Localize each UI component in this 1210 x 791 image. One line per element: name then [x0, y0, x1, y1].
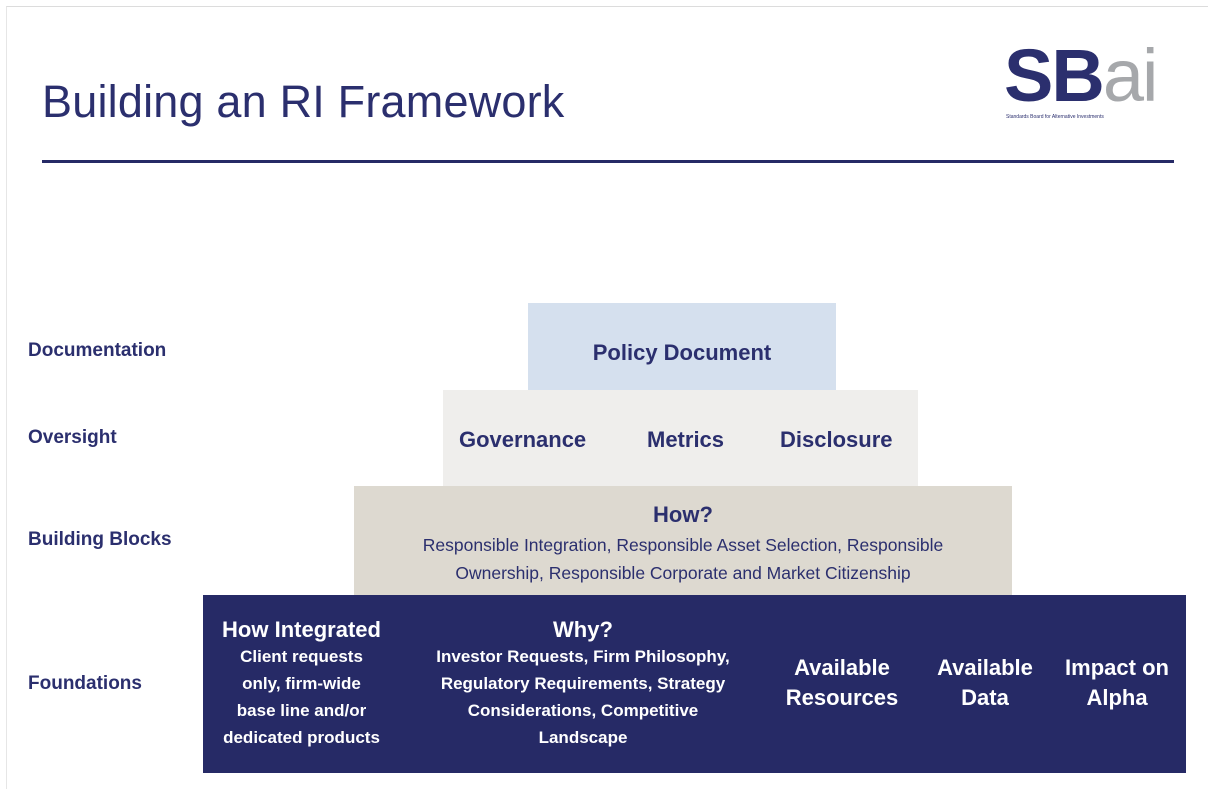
- oversight-tier: Governance Metrics Disclosure: [443, 390, 918, 486]
- why-line-1: Investor Requests, Firm Philosophy,: [436, 647, 730, 666]
- building-blocks-line-2: Ownership, Responsible Corporate and Mar…: [455, 563, 911, 583]
- how-integrated-line-1: Client requests: [240, 647, 363, 666]
- available-data-line-2: Data: [961, 685, 1009, 710]
- how-integrated-heading: How Integrated: [222, 617, 381, 642]
- title-divider: [42, 160, 1174, 163]
- oversight-governance: Governance: [459, 427, 587, 452]
- available-resources-line-1: Available: [794, 655, 890, 680]
- foundation-available-data: Available Data: [923, 653, 1047, 713]
- sbai-logo: SBai Standards Board for Alternative Inv…: [1000, 30, 1180, 126]
- foundation-impact-on-alpha: Impact on Alpha: [1053, 653, 1181, 713]
- available-data-line-1: Available: [937, 655, 1033, 680]
- foundation-how-integrated: How Integrated Client requests only, fir…: [203, 617, 400, 751]
- logo-ai: ai: [1102, 34, 1159, 117]
- building-blocks-text: Responsible Integration, Responsible Ass…: [364, 531, 1002, 587]
- impact-on-alpha-line-1: Impact on: [1065, 655, 1169, 680]
- why-line-3: Considerations, Competitive: [467, 701, 699, 720]
- slide-title: Building an RI Framework: [42, 76, 565, 127]
- how-integrated-line-4: dedicated products: [223, 728, 380, 747]
- building-blocks-tier: How? Responsible Integration, Responsibl…: [354, 486, 1012, 595]
- why-line-4: Landscape: [538, 728, 628, 747]
- slide-border: [6, 6, 1208, 789]
- why-line-2: Regulatory Requirements, Strategy: [440, 674, 726, 693]
- available-resources-line-2: Resources: [785, 685, 899, 710]
- how-integrated-line-3: base line and/or: [236, 701, 367, 720]
- foundation-why: Why? Investor Requests, Firm Philosophy,…: [403, 617, 763, 751]
- building-blocks-heading: How?: [653, 502, 713, 527]
- why-heading: Why?: [553, 617, 613, 642]
- impact-on-alpha-line-2: Alpha: [1086, 685, 1148, 710]
- row-label-foundations: Foundations: [28, 673, 142, 694]
- foundations-tier: How Integrated Client requests only, fir…: [203, 595, 1186, 773]
- how-integrated-line-2: only, firm-wide: [242, 674, 361, 693]
- logo-tagline: Standards Board for Alternative Investme…: [1006, 114, 1104, 120]
- row-label-building-blocks: Building Blocks: [28, 529, 172, 550]
- logo-wordmark: SBai: [1004, 34, 1159, 117]
- foundation-available-resources: Available Resources: [768, 653, 916, 713]
- policy-document-tier: Policy Document: [528, 303, 836, 397]
- building-blocks-line-1: Responsible Integration, Responsible Ass…: [422, 535, 944, 555]
- policy-document-text: Policy Document: [592, 340, 772, 365]
- logo-sb: SB: [1004, 34, 1105, 117]
- row-label-oversight: Oversight: [28, 427, 117, 448]
- oversight-metrics: Metrics: [647, 427, 725, 452]
- row-label-documentation: Documentation: [28, 340, 167, 361]
- oversight-disclosure: Disclosure: [780, 427, 893, 452]
